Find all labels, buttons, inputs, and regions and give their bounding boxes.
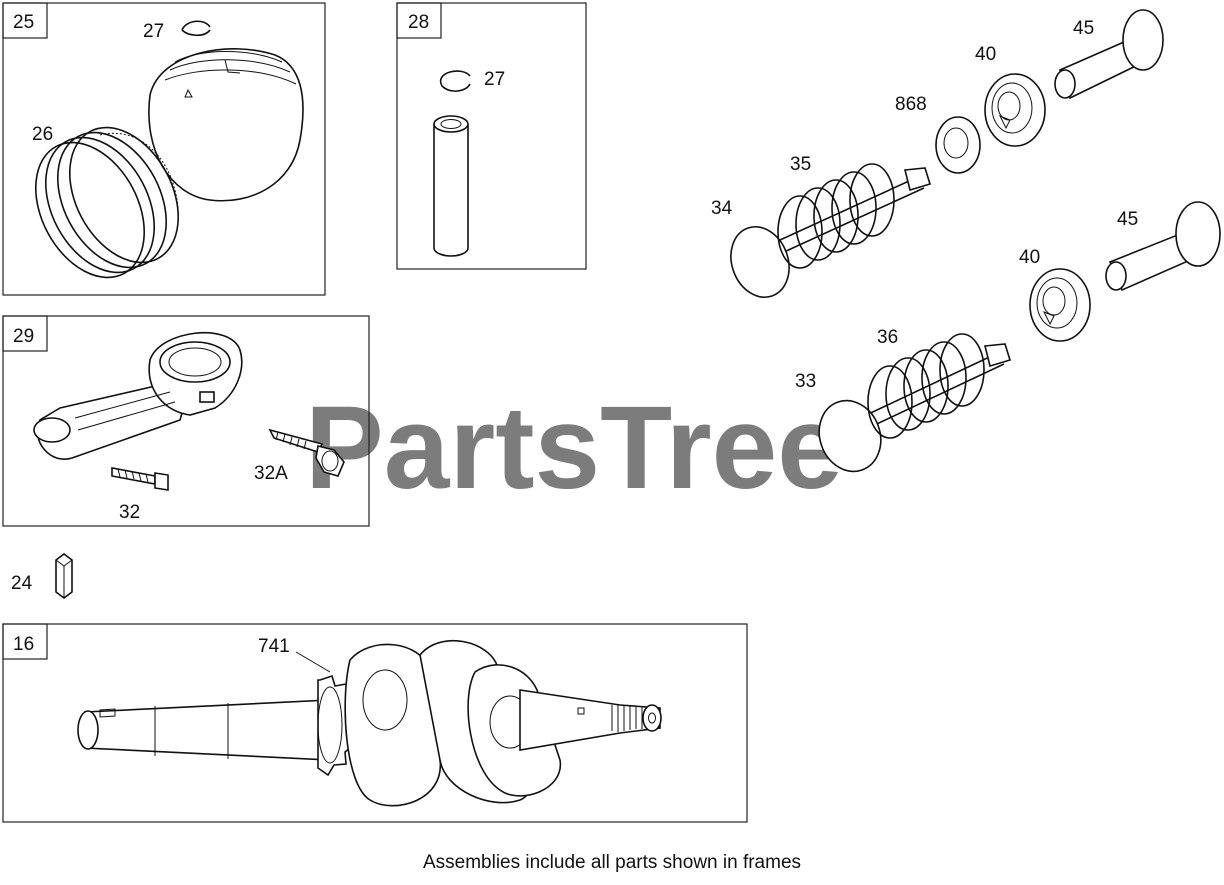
watermark: PartsTree <box>305 382 843 514</box>
callout-45-lower: 45 <box>1117 209 1138 230</box>
callout-26-ring-set: 26 <box>32 124 53 145</box>
frame-28-label: 28 <box>408 12 429 33</box>
callout-741: 741 <box>258 636 290 657</box>
callout-35: 35 <box>790 154 811 175</box>
exhaust-valve-icon <box>730 167 932 298</box>
callout-34: 34 <box>711 198 733 219</box>
piston-pin-icon <box>433 115 469 257</box>
intake-valve-icon <box>818 343 1012 473</box>
frame-16-label: 16 <box>13 634 34 655</box>
crankshaft-icon <box>77 639 662 807</box>
rod-bolt-32a-icon <box>268 428 345 477</box>
callout-32a: 32A <box>254 463 288 484</box>
crankshaft-key-icon <box>55 553 73 599</box>
valve-spring-upper-icon <box>777 163 895 269</box>
callout-40-upper: 40 <box>975 44 996 65</box>
valve-retainer-upper-icon <box>984 73 1046 147</box>
footer-caption: Assemblies include all parts shown in fr… <box>422 852 802 873</box>
piston-rings-icon <box>34 126 180 279</box>
callout-24: 24 <box>11 573 33 594</box>
tappet-lower-icon <box>1105 201 1221 292</box>
callout-32: 32 <box>119 502 140 523</box>
callout-36: 36 <box>877 327 898 348</box>
callout-33: 33 <box>795 371 816 392</box>
retaining-clip-icon <box>439 70 471 92</box>
retaining-clip-icon <box>181 20 211 37</box>
callout-868: 868 <box>895 94 927 115</box>
piston-icon <box>148 48 304 202</box>
frame-28: 28 27 <box>396 2 587 270</box>
frame-16: 16 741 <box>2 623 748 823</box>
callout-27-piston-ring-clip: 27 <box>143 21 164 42</box>
valve-retainer-lower-icon <box>1029 268 1091 342</box>
connecting-rod-icon <box>33 331 243 460</box>
frame-29: 29 32 32A <box>2 315 370 527</box>
rod-bolt-icon <box>111 467 169 491</box>
callout-27-pin-clip: 27 <box>484 69 505 90</box>
frame-29-label: 29 <box>13 326 34 347</box>
tappet-upper-icon <box>1054 9 1164 100</box>
callout-40-lower: 40 <box>1019 247 1040 268</box>
valve-seal-icon <box>935 116 981 174</box>
frame-25: 25 27 26 <box>2 2 326 296</box>
valve-spring-lower-icon <box>867 333 985 439</box>
callout-45-upper: 45 <box>1073 18 1094 39</box>
frame-25-label: 25 <box>13 12 34 33</box>
leader-line-741 <box>295 651 331 673</box>
